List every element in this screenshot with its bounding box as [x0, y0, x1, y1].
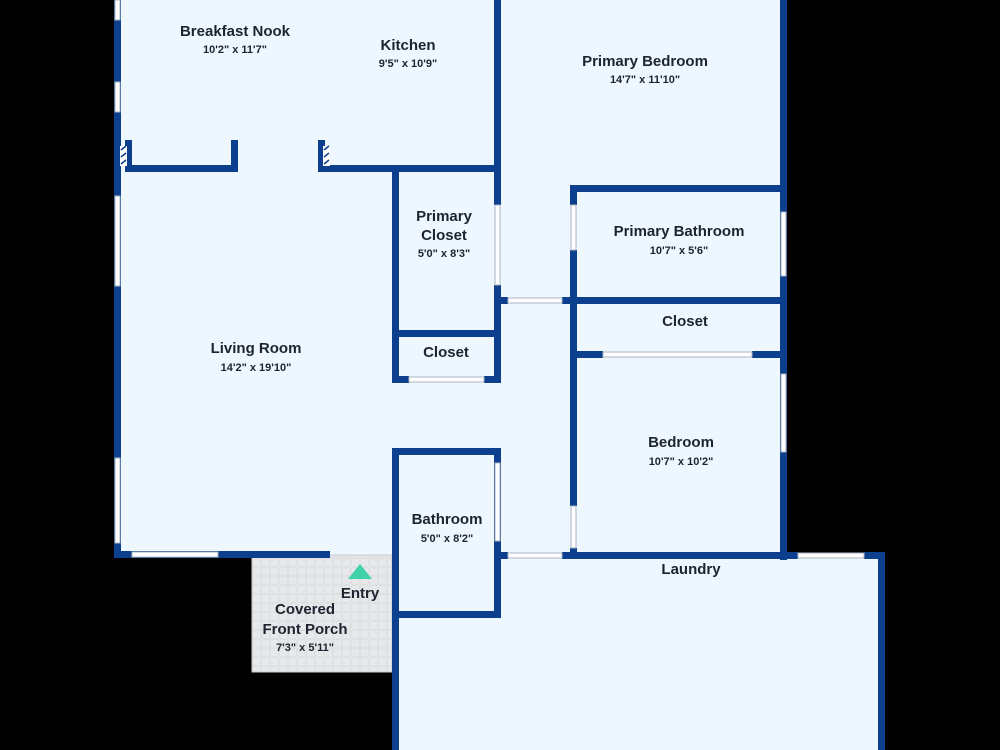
- door-jamb: [120, 146, 127, 166]
- wall: [562, 297, 787, 304]
- bathroom-dims: 5'0" x 8'2": [421, 533, 473, 545]
- porch-name-line1: Covered: [275, 601, 335, 618]
- window: [780, 373, 787, 453]
- primary-bathroom-dims: 10'7" x 5'6": [650, 245, 708, 257]
- wall: [752, 351, 787, 358]
- wall: [392, 611, 501, 618]
- window: [570, 204, 577, 251]
- wall: [392, 330, 501, 337]
- wall: [570, 351, 603, 358]
- wall: [570, 185, 577, 205]
- window: [797, 552, 865, 559]
- window: [494, 462, 501, 542]
- porch-dims: 7'3" x 5'11": [276, 642, 334, 654]
- floor-areas: [118, 0, 881, 750]
- wall: [392, 448, 399, 750]
- bathroom-name: Bathroom: [412, 511, 483, 528]
- wall: [392, 448, 501, 455]
- triangle-up-icon[interactable]: [348, 564, 372, 579]
- window: [507, 552, 563, 559]
- window: [131, 551, 219, 558]
- windows: [114, 0, 865, 559]
- wall: [494, 0, 501, 170]
- window: [114, 0, 121, 21]
- window: [780, 211, 787, 277]
- kitchen-dims: 9'5" x 10'9": [379, 58, 437, 70]
- window: [507, 297, 563, 304]
- floor-laundry: [395, 555, 881, 750]
- wall: [570, 351, 577, 506]
- closet-center-name: Closet: [423, 344, 469, 361]
- porch-name-line2: Front Porch: [263, 621, 348, 638]
- door-jambs: [120, 145, 330, 166]
- wall: [125, 165, 238, 172]
- wall: [114, 551, 330, 558]
- entry-label: Entry: [341, 585, 380, 602]
- living-room-name: Living Room: [211, 340, 302, 357]
- window: [408, 376, 485, 383]
- living-room-dims: 14'2" x 19'10": [221, 362, 292, 374]
- window: [114, 81, 121, 113]
- room-labels: Breakfast Nook 10'2" x 11'7" Kitchen 9'5…: [180, 23, 744, 654]
- wall: [570, 250, 577, 304]
- wall: [125, 140, 132, 172]
- window: [494, 204, 501, 286]
- wall: [570, 185, 787, 192]
- wall: [318, 140, 325, 172]
- bedroom-name: Bedroom: [648, 434, 714, 451]
- wall: [864, 552, 885, 559]
- wall: [392, 165, 399, 382]
- primary-closet-name-line2: Closet: [421, 227, 467, 244]
- breakfast-nook-name: Breakfast Nook: [180, 23, 291, 40]
- wall: [570, 297, 577, 355]
- wall: [494, 552, 508, 559]
- wall: [484, 376, 501, 383]
- primary-bathroom-name: Primary Bathroom: [614, 223, 745, 240]
- wall: [878, 552, 885, 750]
- primary-bedroom-dims: 14'7" x 11'10": [610, 74, 680, 86]
- kitchen-name: Kitchen: [380, 37, 435, 54]
- window: [602, 351, 753, 358]
- primary-closet-name-line1: Primary: [416, 208, 473, 225]
- laundry-name: Laundry: [661, 561, 721, 578]
- bedroom-dims: 10'7" x 10'2": [649, 456, 714, 468]
- window: [114, 457, 121, 544]
- wall: [231, 140, 238, 172]
- wall: [318, 165, 501, 172]
- door-jamb: [323, 146, 330, 166]
- wall: [562, 552, 798, 559]
- breakfast-nook-dims: 10'2" x 11'7": [203, 44, 267, 56]
- wall: [392, 376, 409, 383]
- window: [114, 195, 121, 287]
- primary-closet-dims: 5'0" x 8'3": [418, 248, 470, 260]
- wall: [780, 0, 787, 560]
- closet-right-name: Closet: [662, 313, 708, 330]
- wall: [494, 297, 508, 304]
- wall: [494, 165, 501, 205]
- window: [570, 505, 577, 549]
- primary-bedroom-name: Primary Bedroom: [582, 53, 708, 70]
